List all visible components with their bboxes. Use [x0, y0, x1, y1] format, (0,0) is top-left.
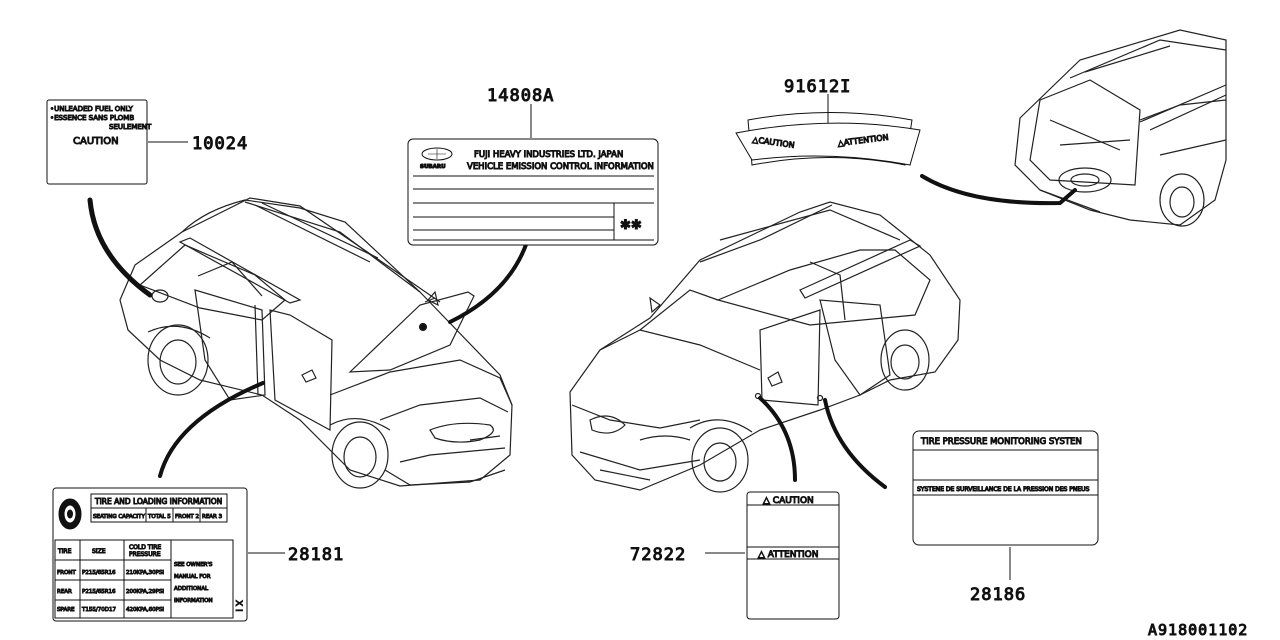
- tire-col-size: SIZE: [92, 548, 106, 555]
- fuel-label-line1: •UNLEADED FUEL ONLY: [50, 105, 133, 113]
- tire-col-pressure-1: COLD TIRE: [129, 544, 161, 551]
- tire-row-spare-size: T155/70D17: [81, 607, 116, 613]
- right-car: [569, 201, 961, 493]
- door-caution-label: △ CAUTION △ ATTENTION: [746, 491, 840, 620]
- left-car: [119, 197, 513, 489]
- tire-note-3: ADDITIONAL: [174, 586, 209, 592]
- tire-row-rear-pressure: 200KPA,29PSI: [126, 589, 164, 595]
- tire-label-rear: REAR 3: [202, 514, 223, 520]
- tire-loading-label: TIRE AND LOADING INFORMATION SEATING CAP…: [52, 487, 248, 622]
- emission-brand: SUBARU: [420, 164, 446, 170]
- fuel-label-line3: SEULEMENT: [109, 123, 152, 131]
- emission-label: SUBARU FUJI HEAVY INDUSTRIES LTD. JAPAN …: [407, 138, 659, 246]
- tpms-label-line2: SYSTENE DE SURVEILLANCE DE LA PRESSION D…: [917, 486, 1090, 493]
- fuel-label-caution: CAUTION: [73, 136, 119, 147]
- tire-side-mark: X I: [233, 600, 243, 612]
- callout-91612i[interactable]: 91612I: [784, 77, 851, 98]
- tire-row-front-tire: FRONT: [57, 570, 76, 576]
- tire-label-seating: SEATING CAPACITY: [93, 514, 145, 520]
- tire-row-rear-size: P215/65R16: [82, 589, 116, 595]
- callout-28186[interactable]: 28186: [970, 585, 1026, 606]
- diagram-id: A918001102: [1148, 621, 1248, 639]
- hood-caution-label: △CAUTION △ATTENTION: [735, 112, 921, 166]
- tire-row-front-size: P215/65R16: [82, 570, 116, 576]
- door-label-attention: △ ATTENTION: [758, 550, 818, 560]
- door-label-caution: △ CAUTION: [763, 496, 814, 506]
- tire-col-tire: TIRE: [57, 548, 72, 555]
- subaru-logo-icon: [421, 147, 453, 161]
- tire-note-1: SEE OWNER'S: [174, 562, 213, 568]
- fuel-caution-label: •UNLEADED FUEL ONLY •ESSENCE SANS PLOMB …: [46, 99, 153, 185]
- emission-mark: ✱✱: [620, 218, 642, 233]
- tpms-label: TIRE PRESSURE MONITORING SYSTEN SYSTENE …: [912, 430, 1099, 546]
- tire-row-spare-pressure: 420KPA,60PSI: [126, 607, 164, 613]
- tire-col-pressure-2: PRESSURE: [129, 551, 161, 558]
- tire-note-2: MANUAL FOR: [174, 574, 211, 580]
- emission-line1: FUJI HEAVY INDUSTRIES LTD. JAPAN: [474, 150, 623, 160]
- callout-28181[interactable]: 28181: [288, 545, 344, 566]
- tpms-label-line1: TIRE PRESSURE MONITORING SYSTEN: [920, 437, 1082, 447]
- tire-label-total: TOTAL 5: [147, 514, 171, 520]
- rear-car: [1014, 29, 1227, 227]
- tire-label-title: TIRE AND LOADING INFORMATION: [94, 497, 222, 506]
- tire-row-rear-tire: REAR: [57, 589, 72, 595]
- tire-row-spare-tire: SPARE: [57, 607, 75, 613]
- fuel-label-line2: •ESSENCE SANS PLOMB: [50, 114, 134, 122]
- emission-line2: VEHICLE EMISSION CONTROL INFORMATION: [467, 162, 654, 172]
- tire-label-front: FRONT 2: [175, 514, 199, 520]
- callout-72822[interactable]: 72822: [630, 545, 686, 566]
- tire-note-4: INFORMATION: [174, 598, 213, 604]
- callout-10024[interactable]: 10024: [192, 134, 248, 155]
- tire-row-front-pressure: 210KPA,30PSI: [126, 570, 164, 576]
- callout-14808a[interactable]: 14808A: [487, 86, 554, 107]
- tire-icon: [58, 498, 82, 530]
